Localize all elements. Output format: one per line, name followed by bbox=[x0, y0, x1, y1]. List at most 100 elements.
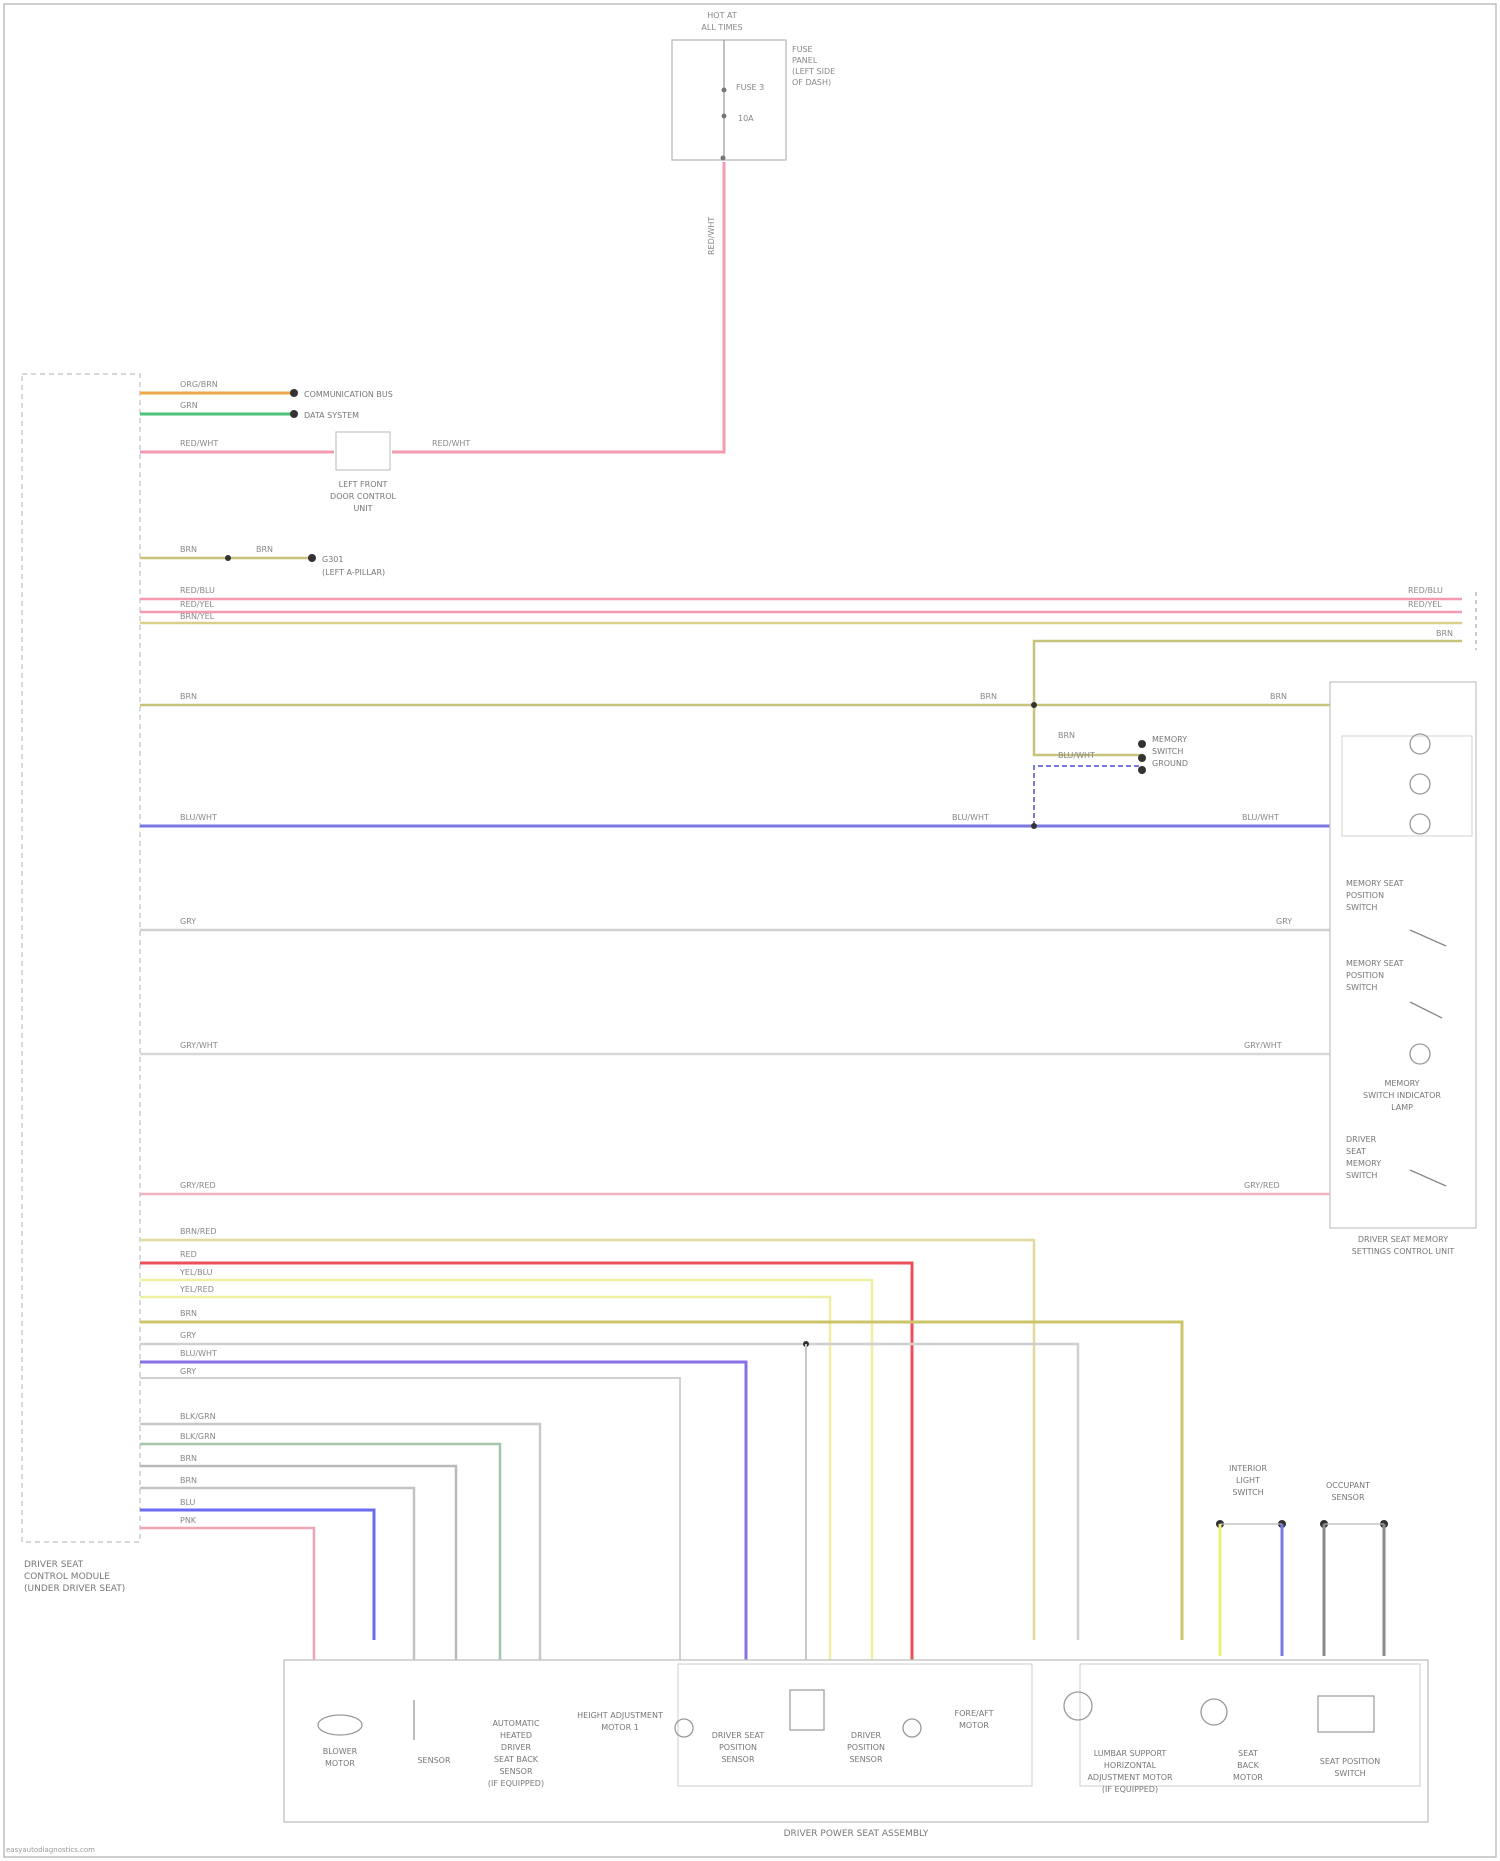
seat-assembly-label: DRIVER POWER SEAT ASSEMBLY bbox=[784, 1829, 929, 1839]
lamp-label-1: MEMORY bbox=[1384, 1079, 1419, 1088]
door-unit-label-1: LEFT FRONT bbox=[339, 480, 388, 489]
fuse-box-label-2: PANEL bbox=[792, 56, 818, 65]
memory-settings-unit: MEMORY SEAT POSITION SWITCH MEMORY SEAT … bbox=[1330, 682, 1476, 1256]
occupant-label-1: OCCUPANT bbox=[1326, 1481, 1370, 1490]
blower-label-2: MOTOR bbox=[325, 1759, 355, 1768]
fuse-panel: HOT AT ALL TIMES FUSE PANEL (LEFT SIDE O… bbox=[672, 11, 835, 255]
bus-wire-2-label-right: GRY bbox=[1276, 917, 1292, 926]
lower-wire-4-label: BRN bbox=[180, 1309, 197, 1318]
upper-right-sensors: INTERIOR LIGHT SWITCH OCCUPANT SENSOR bbox=[1216, 1464, 1388, 1656]
fuse-link-left-wire: RED/WHT bbox=[180, 439, 218, 448]
bus-wire-4-label: GRY/RED bbox=[180, 1181, 216, 1190]
top-wire-1-label: GRN bbox=[180, 401, 198, 410]
sensor-wire-0-label: BLK/GRN bbox=[180, 1412, 216, 1421]
fore-aft-label-1: FORE/AFT bbox=[954, 1709, 993, 1718]
height-sensor-label-3: SENSOR bbox=[721, 1755, 754, 1764]
blower-motor-icon bbox=[318, 1715, 362, 1735]
adjuster-label-2: MOTOR 1 bbox=[601, 1723, 639, 1732]
lower-wire-3-label: YEL/RED bbox=[179, 1285, 214, 1294]
long-wire-0-label-right: RED/BLU bbox=[1408, 586, 1443, 595]
lower-wire-7-label: GRY bbox=[180, 1367, 196, 1376]
fuse-output-wire-label: RED/WHT bbox=[707, 217, 716, 255]
indicator-lamp-icon bbox=[1410, 1044, 1430, 1064]
switch-2-label-1: MEMORY SEAT bbox=[1346, 959, 1404, 968]
bus-wire-3-label-right: GRY/WHT bbox=[1244, 1041, 1282, 1050]
height-sensor-label-1: DRIVER SEAT bbox=[712, 1731, 765, 1740]
fuse-box-label-1: FUSE bbox=[792, 45, 813, 54]
position-sensor-block-icon bbox=[790, 1690, 824, 1730]
bus-wire-1-label-right: BLU/WHT bbox=[1242, 813, 1279, 822]
control-module-label-2: CONTROL MODULE bbox=[24, 1572, 110, 1582]
recline-motor-icon bbox=[1201, 1699, 1227, 1725]
height-sensor-label-2: POSITION bbox=[719, 1743, 757, 1752]
memory-unit-label-1: DRIVER SEAT MEMORY bbox=[1358, 1235, 1448, 1244]
top-wire-0-target: COMMUNICATION BUS bbox=[304, 390, 393, 399]
lamp-label-3: LAMP bbox=[1391, 1103, 1413, 1112]
fuse-terminal-top bbox=[722, 88, 727, 93]
recline-label-2: BACK bbox=[1237, 1761, 1259, 1770]
fuse-terminal-bottom bbox=[722, 114, 727, 119]
heater-label-1: AUTOMATIC bbox=[492, 1719, 540, 1728]
long-wire-2-label: BRN/YEL bbox=[180, 612, 215, 621]
long-wire-1-label-right: RED/YEL bbox=[1408, 600, 1442, 609]
control-module: DRIVER SEAT CONTROL MODULE (UNDER DRIVER… bbox=[22, 374, 140, 1594]
bus-wire-2-label: GRY bbox=[180, 917, 196, 926]
fuse-box-label-4: OF DASH) bbox=[792, 78, 831, 87]
bus-wire-1-label: BLU/WHT bbox=[180, 813, 217, 822]
lower-wire-1-label: RED bbox=[180, 1250, 197, 1259]
control-module-label-1: DRIVER SEAT bbox=[24, 1560, 84, 1570]
long-wire-0-label: RED/BLU bbox=[180, 586, 215, 595]
seat-assembly: DRIVER POWER SEAT ASSEMBLY BLOWER MOTOR … bbox=[284, 1660, 1428, 1839]
heater-label-6: (IF EQUIPPED) bbox=[488, 1779, 544, 1788]
door-control-unit bbox=[336, 432, 390, 470]
hot-header-2: ALL TIMES bbox=[701, 23, 742, 32]
switch-1-label-2: POSITION bbox=[1346, 891, 1384, 900]
set-switch-label-3: MEMORY bbox=[1346, 1159, 1381, 1168]
memory-button-1-icon bbox=[1410, 734, 1430, 754]
sensor-label: SENSOR bbox=[417, 1756, 450, 1765]
memory-button-3-icon bbox=[1410, 814, 1430, 834]
sensor-wire-5-label: PNK bbox=[180, 1516, 197, 1525]
sensor-wire-3-label: BRN bbox=[180, 1476, 197, 1485]
switch-2-label-3: SWITCH bbox=[1346, 983, 1377, 992]
ground-label-2: (LEFT A-PILLAR) bbox=[322, 568, 385, 577]
recline-label-1: SEAT bbox=[1238, 1749, 1258, 1758]
pad-label-1: INTERIOR bbox=[1229, 1464, 1268, 1473]
fore-aft-label-2: MOTOR bbox=[959, 1721, 989, 1730]
top-wire-0-label: ORG/BRN bbox=[180, 380, 218, 389]
ground-link: BRN BRN G301 (LEFT A-PILLAR) bbox=[140, 545, 385, 577]
sensor-wire-1-label: BLK/GRN bbox=[180, 1432, 216, 1441]
motor-sensor-label-3: SENSOR bbox=[849, 1755, 882, 1764]
occupant-label-2: SENSOR bbox=[1331, 1493, 1364, 1502]
ground-wire-a: BRN bbox=[180, 545, 197, 554]
splice-label-3: GROUND bbox=[1152, 759, 1188, 768]
fuse-box-label-3: (LEFT SIDE bbox=[792, 67, 835, 76]
lower-wire-2-label: YEL/BLU bbox=[179, 1268, 213, 1277]
adjuster-label-1: HEIGHT ADJUSTMENT bbox=[577, 1711, 663, 1720]
bus-wire-0-label-mid: BRN bbox=[980, 692, 997, 701]
blower-label-1: BLOWER bbox=[323, 1747, 358, 1756]
top-wire-1-target: DATA SYSTEM bbox=[304, 411, 359, 420]
splice-label-1: MEMORY bbox=[1152, 735, 1187, 744]
door-unit-label-3: UNIT bbox=[353, 504, 372, 513]
splice-wire-b: BLU/WHT bbox=[1058, 751, 1095, 760]
sensor-wire-group: BLK/GRN BLK/GRN BRN BRN BLU PNK bbox=[140, 1412, 540, 1660]
seat-switch-icon bbox=[1318, 1696, 1374, 1732]
memory-set-switch-contact bbox=[1410, 1170, 1446, 1186]
ground-wire-b: BRN bbox=[256, 545, 273, 554]
fuse-amps: 10A bbox=[738, 114, 754, 123]
lumbar-label-1: LUMBAR SUPPORT bbox=[1094, 1749, 1167, 1758]
fuse-feed: RED/WHT RED/WHT LEFT FRONT DOOR CONTROL … bbox=[140, 162, 724, 513]
recline-label-3: MOTOR bbox=[1233, 1773, 1263, 1782]
lumbar-motor-icon bbox=[1064, 1692, 1092, 1720]
pad-label-2: LIGHT bbox=[1236, 1476, 1260, 1485]
lumbar-label-2: HORIZONTAL bbox=[1104, 1761, 1157, 1770]
set-switch-label-2: SEAT bbox=[1346, 1147, 1366, 1156]
memory-switch-2-contact bbox=[1410, 1002, 1442, 1018]
top-wire-group: ORG/BRN COMMUNICATION BUS GRN DATA SYSTE… bbox=[140, 380, 393, 420]
switch-2-label-2: POSITION bbox=[1346, 971, 1384, 980]
lumbar-label-3: ADJUSTMENT MOTOR bbox=[1087, 1773, 1173, 1782]
heater-label-3: DRIVER bbox=[501, 1743, 532, 1752]
memory-button-2-icon bbox=[1410, 774, 1430, 794]
